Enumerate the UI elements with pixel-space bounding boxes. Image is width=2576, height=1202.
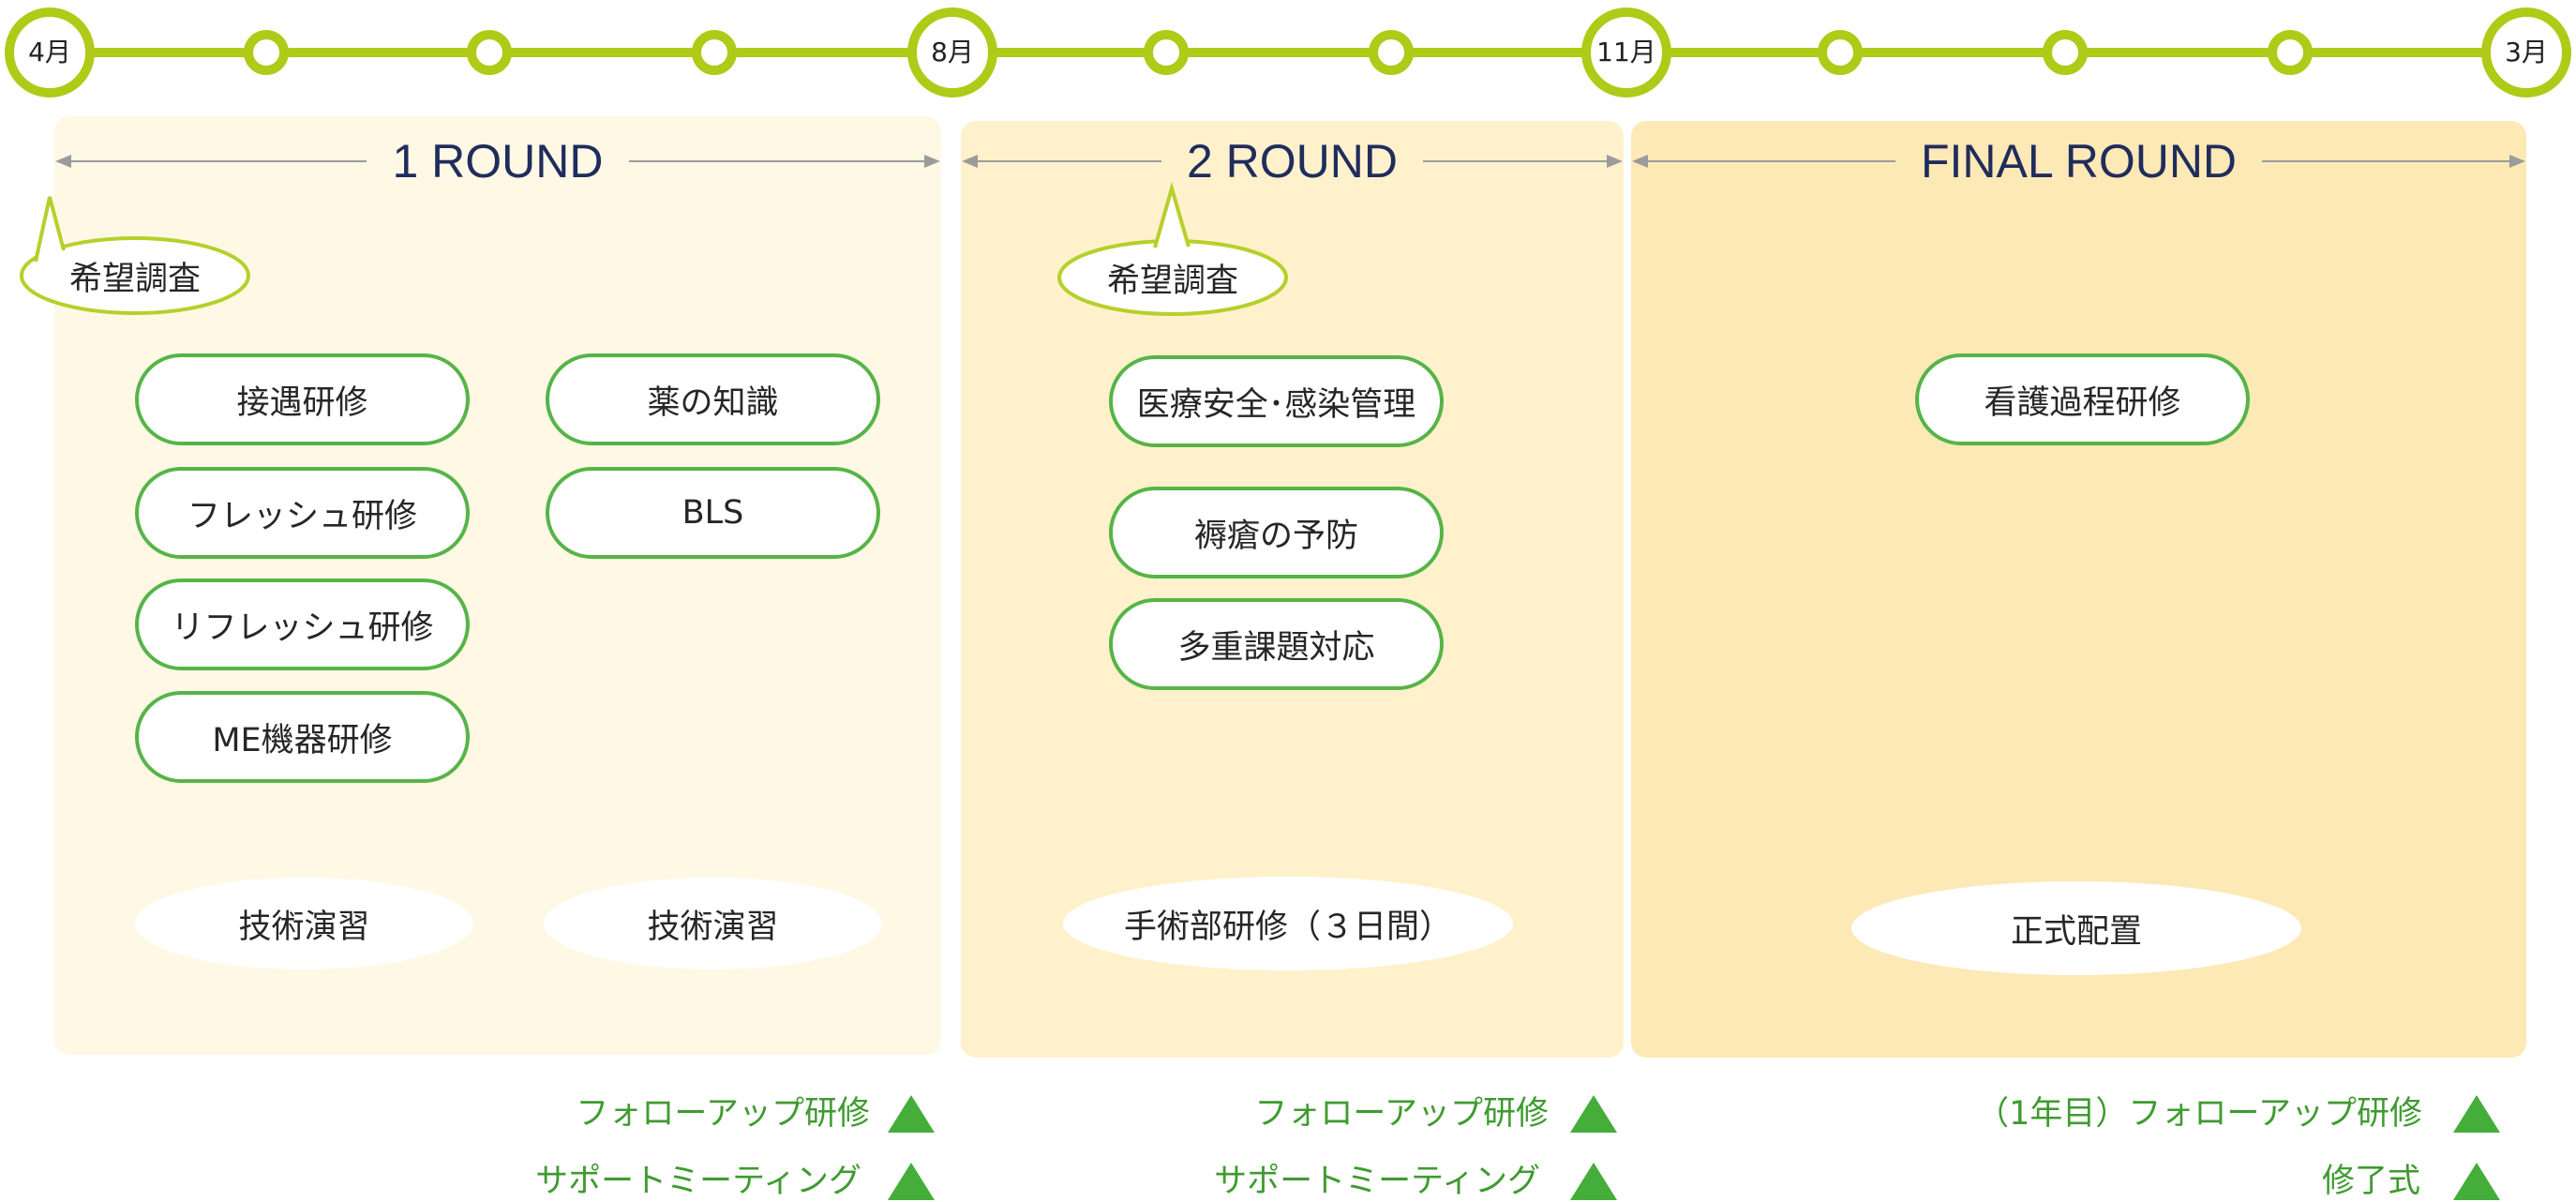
round-panel-final: FINAL ROUND 看護過程研修 正式配置: [1631, 121, 2526, 1058]
practical-item: 技術演習: [544, 878, 882, 969]
milestone-label: フォローアップ研修: [1254, 1094, 1549, 1133]
timeline-step-marker: [1818, 30, 1863, 75]
training-item: 褥瘡の予防: [1109, 487, 1444, 578]
practical-item: 正式配置: [1851, 881, 2301, 975]
range-arrow-left: [962, 155, 1161, 168]
timeline-step-marker: [244, 30, 289, 75]
round-header: 2 ROUND: [962, 133, 1623, 189]
callout-shape: [1057, 181, 1288, 316]
triangle-marker-icon: [888, 1095, 935, 1133]
triangle-marker-icon: [1570, 1095, 1617, 1133]
timeline-step-marker: [467, 30, 512, 75]
training-item: 薬の知識: [546, 353, 880, 445]
timeline-step-marker: [2043, 30, 2088, 75]
triangle-marker-icon: [1570, 1163, 1617, 1200]
practical-item: 手術部研修（３日間）: [1063, 877, 1513, 970]
milestone-item: フォローアップ研修: [576, 1093, 935, 1134]
round-title: FINAL ROUND: [1920, 135, 2238, 188]
milestone-label: サポートミーティング: [535, 1162, 861, 1200]
callout-shape: [20, 196, 250, 315]
milestone-label: 修了式: [2321, 1162, 2420, 1200]
month-label: 3月: [2505, 37, 2548, 68]
milestone-label: サポートミーティング: [1214, 1162, 1540, 1200]
round-header: FINAL ROUND: [1632, 133, 2525, 189]
training-item: BLS: [546, 467, 880, 559]
timeline: 4月 8月 11月 3月: [0, 0, 2576, 105]
timeline-step-marker: [692, 30, 737, 75]
range-arrow-left: [54, 155, 367, 168]
timeline-step-marker: [1144, 30, 1189, 75]
month-marker: 11月: [1581, 8, 1671, 98]
round-panel-1: 1 ROUND 希望調査 接遇研修 フレッシュ研修 リフレッシュ研修 ME機器研…: [20, 116, 941, 1055]
month-marker: 3月: [2481, 8, 2571, 98]
callout-label: 希望調査: [1106, 262, 1238, 300]
month-marker: 4月: [5, 8, 95, 98]
survey-callout: 希望調査: [1055, 181, 1298, 320]
training-item: ME機器研修: [135, 691, 470, 783]
training-item: フレッシュ研修: [135, 467, 470, 559]
round-panel-2: 2 ROUND 希望調査 医療安全･感染管理 褥瘡の予防 多重課題対応 手術部研…: [961, 121, 1624, 1058]
milestone-item: 修了式: [2322, 1161, 2500, 1202]
callout-label: 希望調査: [68, 260, 201, 298]
month-label: 11月: [1596, 37, 1656, 68]
practical-item: 技術演習: [135, 878, 473, 969]
milestone-item: サポートミーティング: [535, 1161, 935, 1202]
timeline-line: [49, 48, 2527, 57]
triangle-marker-icon: [888, 1163, 935, 1200]
round-header: 1 ROUND: [54, 133, 941, 189]
milestone-item: サポートミーティング: [1214, 1161, 1617, 1202]
timeline-step-marker: [2268, 30, 2313, 75]
milestone-label: フォローアップ研修: [576, 1094, 870, 1133]
timeline-step-marker: [1369, 30, 1414, 75]
milestone-label: （1年目）フォローアップ研修: [1976, 1094, 2422, 1133]
training-item: 多重課題対応: [1109, 598, 1444, 690]
training-item: リフレッシュ研修: [135, 578, 470, 670]
round-title: 2 ROUND: [1186, 135, 1399, 188]
training-item: 医療安全･感染管理: [1109, 355, 1444, 447]
range-arrow-right: [1423, 155, 1623, 168]
month-label: 8月: [931, 37, 974, 68]
round-title: 1 ROUND: [392, 135, 604, 188]
month-label: 4月: [28, 37, 71, 68]
range-arrow-right: [2262, 155, 2525, 168]
training-item: 接遇研修: [135, 353, 470, 445]
triangle-marker-icon: [2453, 1095, 2500, 1133]
month-marker: 8月: [907, 8, 997, 98]
survey-callout: 希望調査: [19, 192, 262, 319]
milestone-item: （1年目）フォローアップ研修: [1976, 1093, 2500, 1134]
training-item: 看護過程研修: [1915, 353, 2250, 445]
milestone-item: フォローアップ研修: [1254, 1093, 1617, 1134]
triangle-marker-icon: [2453, 1163, 2500, 1200]
range-arrow-left: [1632, 155, 1895, 168]
range-arrow-right: [628, 155, 941, 168]
